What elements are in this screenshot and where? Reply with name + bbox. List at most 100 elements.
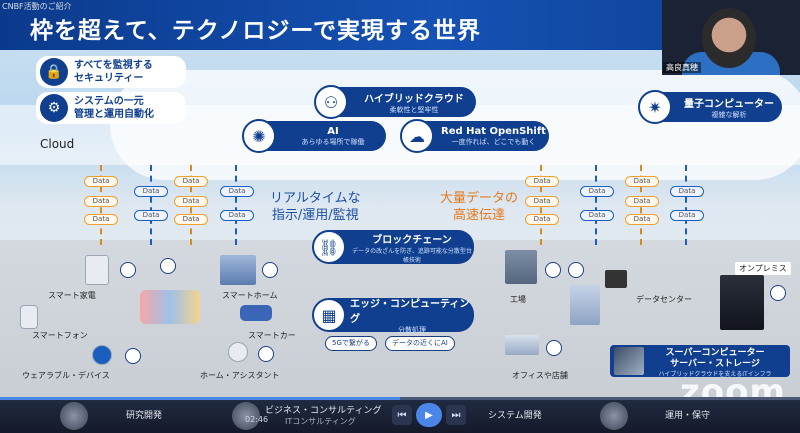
quantum-title: 量子コンピューター: [684, 98, 774, 110]
store-icon: [505, 335, 539, 355]
server-rack-icon: [720, 275, 764, 330]
data-label: Data: [580, 186, 614, 197]
cloud-label: Cloud: [40, 137, 75, 151]
realtime-text: リアルタイムな 指示/運用/監視: [270, 190, 361, 224]
security-box: 🔒 すべてを監視する セキュリティー: [36, 56, 186, 88]
car-icon: [240, 305, 272, 321]
participant-face: [702, 8, 756, 68]
ai-brain-icon: ✺: [242, 119, 276, 153]
data-label: Data: [174, 176, 208, 187]
globe-icon: [568, 262, 584, 278]
data-label: Data: [134, 186, 168, 197]
thumbnail-research[interactable]: [60, 402, 88, 430]
washing-machine-icon: [85, 255, 109, 285]
wearable-icon: [92, 345, 112, 365]
data-label: Data: [84, 214, 118, 225]
app-title: CNBF活動のご紹介: [2, 2, 72, 11]
bigdata-line1: 大量データの: [440, 191, 519, 206]
lock-icon: 🔒: [40, 58, 68, 86]
smart-appliance-label: スマート家電: [48, 291, 96, 300]
data-label: Data: [625, 196, 659, 207]
rewind-icon[interactable]: ⏮: [392, 405, 412, 425]
house-icon: [220, 255, 256, 285]
item-system-dev[interactable]: システム開発: [488, 411, 542, 421]
office-building-icon: [570, 285, 600, 325]
data-label: Data: [670, 210, 704, 221]
data-label: Data: [670, 186, 704, 197]
gear-network-icon: ⚙: [40, 94, 68, 122]
data-label: Data: [525, 176, 559, 187]
data-label: Data: [525, 214, 559, 225]
data-arrow: [595, 165, 597, 245]
progress-bar[interactable]: [0, 397, 800, 400]
speaker-icon: [228, 342, 248, 362]
player-time: 02:46: [245, 415, 269, 424]
data-label: Data: [625, 176, 659, 187]
blockchain-title: ブロックチェーン: [372, 234, 452, 246]
people-icon: [140, 290, 200, 324]
thumbnail-consulting[interactable]: [232, 402, 260, 430]
smart-phone-label: スマートフォン: [32, 331, 88, 340]
hybrid-sub: 柔軟性と堅牢性: [389, 105, 439, 114]
factory-label: 工場: [510, 295, 526, 304]
globe-icon: [545, 262, 561, 278]
super-sub: ハイブリッドクラウドを支えるITインフラ: [658, 371, 772, 378]
item-it-consulting: ITコンサルティング: [285, 417, 356, 426]
openshift-sub: 一度作れば、どこでも動く: [451, 137, 536, 146]
office-label: オフィスや店舗: [512, 371, 568, 380]
hybrid-cloud-pill: ⚇ ハイブリッドクラウド柔軟性と堅牢性: [314, 85, 476, 119]
data-center-label: データセンター: [636, 295, 692, 304]
data-arrow: [150, 165, 152, 245]
ai-sub: あらゆる場所で稼働: [301, 137, 365, 146]
progress-fill: [0, 397, 400, 400]
realtime-line1: リアルタイムな: [270, 191, 361, 206]
item-research[interactable]: 研究開発: [126, 411, 163, 421]
openshift-title: Red Hat OpenShift: [441, 125, 546, 137]
fast-forward-icon[interactable]: ⏭: [446, 405, 466, 425]
data-label: Data: [625, 214, 659, 225]
quantum-icon: ✷: [638, 90, 672, 124]
globe-icon: [125, 348, 141, 364]
player-controls: ⏮ ▶ ⏭: [392, 403, 466, 427]
ai-title: AI: [327, 125, 339, 137]
network-icon: ⚇: [314, 85, 348, 119]
automation-box: ⚙ システムの一元 管理と運用自動化: [36, 92, 186, 124]
data-label: Data: [174, 214, 208, 225]
security-line1: すべてを監視する: [74, 60, 153, 71]
globe-icon: [258, 346, 274, 362]
factory-icon: [505, 250, 537, 284]
server-icon: [605, 270, 627, 288]
automation-line1: システムの一元: [74, 96, 144, 107]
data-arrow: [235, 165, 237, 245]
globe-icon: [262, 262, 278, 278]
hybrid-title: ハイブリッドクラウド: [364, 93, 464, 105]
tag-near-ai: データの近くにAI: [385, 336, 455, 351]
data-label: Data: [84, 176, 118, 187]
data-label: Data: [220, 186, 254, 197]
edge-pill: ▦ エッジ・コンピューティング分散処理: [312, 298, 474, 334]
automation-line2: 管理と運用自動化: [74, 109, 154, 120]
data-label: Data: [174, 196, 208, 207]
slide-title: 枠を超えて、テクノロジーで実現する世界: [30, 18, 481, 44]
edge-grid-icon: ▦: [312, 298, 346, 332]
super-line2: サーバー・ストレージ: [670, 359, 760, 369]
supercomputer-photo: [614, 347, 644, 375]
phone-icon: [20, 305, 38, 329]
data-arrow: [685, 165, 687, 245]
smart-car-label: スマートカー: [248, 331, 296, 340]
globe-icon: [120, 262, 136, 278]
participant-video[interactable]: [662, 0, 800, 75]
thumbnail-operations[interactable]: [600, 402, 628, 430]
bigdata-line2: 高速伝達: [453, 208, 506, 223]
tag-5g: 5Gで繋がる: [325, 336, 377, 351]
home-assistant-label: ホーム・アシスタント: [200, 371, 280, 380]
data-label: Data: [580, 210, 614, 221]
realtime-line2: 指示/運用/監視: [271, 208, 359, 223]
item-consulting[interactable]: ビジネス・コンサルティング: [265, 406, 382, 416]
data-label: Data: [525, 196, 559, 207]
item-operations[interactable]: 運用・保守: [665, 411, 711, 421]
smart-home-label: スマートホーム: [222, 291, 278, 300]
play-icon[interactable]: ▶: [416, 403, 442, 427]
blockchain-sub: データの改ざんを防ぎ、追跡可能な分散型台帳技術: [352, 247, 472, 264]
